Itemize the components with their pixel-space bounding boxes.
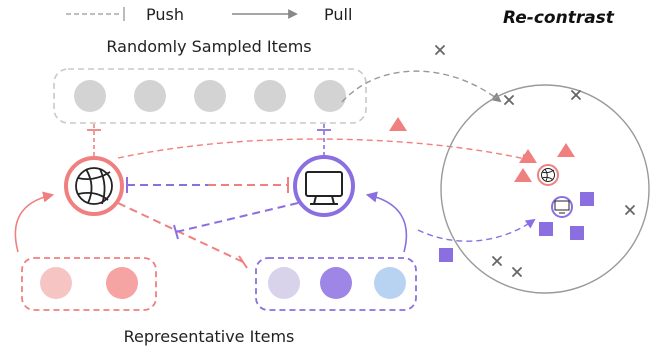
monitor-icon	[554, 200, 570, 214]
representative-item	[40, 267, 72, 299]
monitor-anchor	[293, 155, 355, 217]
square-icon	[570, 226, 584, 240]
random-item	[194, 80, 226, 112]
push-legend-label: Push	[146, 5, 184, 24]
pull-red-to-basketball	[14, 191, 55, 253]
pull-legend-label: Pull	[324, 5, 352, 24]
triangle-icon	[389, 117, 407, 131]
random-item	[314, 80, 346, 112]
representative-item	[320, 267, 352, 299]
negative-markers	[435, 45, 635, 277]
purple-to-space-arrow	[417, 218, 536, 242]
x-mark-icon	[625, 205, 635, 215]
push-bar	[173, 224, 179, 240]
random-item	[134, 80, 166, 112]
x-mark-icon	[504, 95, 514, 105]
triangle-icon	[557, 143, 575, 157]
representative-item	[268, 267, 300, 299]
push-bar	[238, 255, 248, 269]
basketball-icon	[75, 167, 113, 205]
legend: Push Pull	[66, 5, 352, 24]
basketball-anchor	[64, 156, 124, 216]
monitor-icon	[305, 171, 343, 205]
red-representative-box	[21, 257, 157, 311]
x-mark-icon	[512, 267, 522, 277]
random-item	[254, 80, 286, 112]
random-item	[74, 80, 106, 112]
purple-representative-box	[255, 257, 417, 311]
square-icon	[439, 248, 453, 262]
triangle-icon	[519, 149, 537, 163]
random-items-box	[53, 68, 367, 124]
representative-item	[374, 267, 406, 299]
push-monitor-to-red-items	[175, 202, 299, 233]
representative-item	[106, 267, 138, 299]
x-mark-icon	[435, 45, 445, 55]
square-icon	[580, 192, 594, 206]
square-icon	[539, 222, 553, 236]
purple-markers	[439, 192, 594, 262]
basketball-icon	[541, 168, 555, 182]
diagram-title: Re-contrast	[503, 8, 615, 28]
space-basketball	[537, 164, 559, 186]
embedding-space-circle	[440, 84, 650, 294]
representative-items-label: Representative Items	[124, 327, 295, 346]
random-to-space-arrow	[341, 70, 502, 103]
x-mark-icon	[492, 256, 502, 266]
x-mark-icon	[571, 90, 581, 100]
random-items	[74, 80, 346, 112]
random-items-label: Randomly Sampled Items	[106, 37, 311, 56]
pull-purple-to-monitor	[365, 191, 408, 253]
red-markers	[389, 117, 575, 182]
red-to-space-arrow	[117, 138, 532, 164]
push-basketball-to-purple-items	[117, 202, 244, 263]
triangle-icon	[514, 168, 532, 182]
space-monitor	[551, 196, 573, 218]
